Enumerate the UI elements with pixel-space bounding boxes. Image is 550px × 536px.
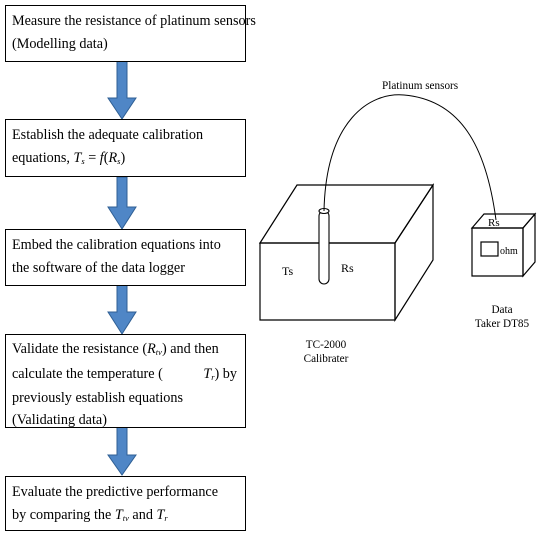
step-3-box: Embed the calibration equations into the… [5,229,246,286]
step-1-line-1: Measure the resistance of platinum senso… [12,13,256,29]
bath-top-face [258,184,435,244]
down-arrow-3 [107,284,137,335]
data-logger [470,212,537,278]
step-4-line-4: (Validating data) [12,411,107,428]
step-5-line-1: Evaluate the predictive performance [12,484,219,500]
logger-side-face [522,212,536,278]
down-arrow-1 [107,60,137,120]
logger-caption: Data Taker DT85 [470,303,534,331]
step-5-box: Evaluate the predictive performance by c… [5,476,246,531]
step-2-line-1: Establish the adequate calibration [12,127,204,143]
platinum-sensors-label: Platinum sensors [382,80,459,92]
logger-caption-line-1: Data [491,304,513,316]
step-2-box: Establish the adequate calibration equat… [5,119,246,177]
calibrator-caption-line-2: Calibrater [303,353,349,365]
down-arrow-4 [107,426,137,476]
step-1-box: Measure the resistance of platinum senso… [5,5,256,62]
down-arrow-2 [107,176,137,230]
logger-display [480,241,499,257]
logger-caption-line-2: Taker DT85 [474,318,530,330]
calibrator-caption: TC-2000 Calibrater [300,338,352,366]
logger-rs-label: Rs [488,217,500,229]
step-4-line-1: Validate the resistance (Rtv) and then [12,341,219,357]
calibrator-caption-line-1: TC-2000 [305,339,347,351]
calibrator-bath [258,182,435,323]
step-4-box: Validate the resistance (Rtv) and then c… [5,334,246,428]
sensor-cable [323,94,497,221]
bath-side-face [394,182,434,323]
step-4-line-2: calculate the temperature (Tr) by [12,365,237,382]
flow-arrows [107,60,137,476]
bath-rs-label: Rs [341,261,354,275]
step-1-line-2: (Modelling data) [12,36,108,52]
step-3-line-2: the software of the data logger [12,260,185,276]
step-4-line-3: previously establish equations [12,390,184,406]
bath-ts-label: Ts [282,264,294,278]
step-2-line-2: equations, Ts = f(Rs) [12,150,126,166]
logger-ohm-label: ohm [500,246,518,257]
step-3-line-1: Embed the calibration equations into [12,237,221,253]
platinum-sensor-probe [318,207,330,285]
step-5-line-2: by comparing the Ttv and Tr [12,507,168,523]
